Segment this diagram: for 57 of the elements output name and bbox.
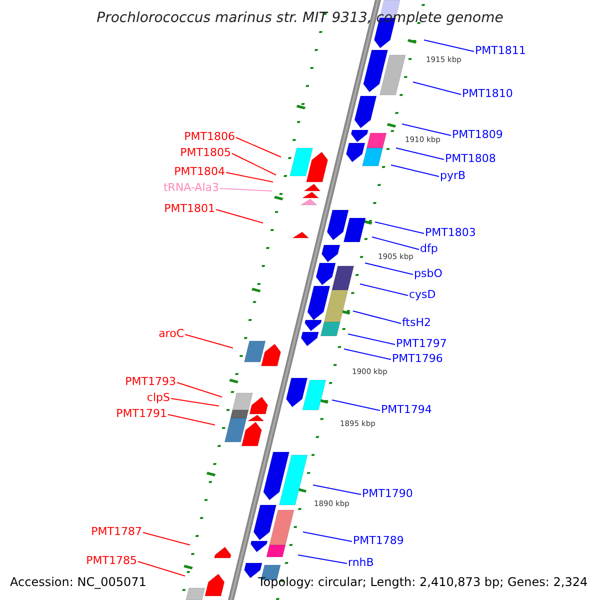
leader-line — [372, 236, 420, 250]
gene-label: PMT1791 — [116, 408, 167, 419]
gene-label: PMT1810 — [462, 88, 513, 99]
gene-label: dfp — [420, 243, 438, 254]
leader-line — [344, 348, 392, 360]
gene-label: PMT1797 — [396, 338, 447, 349]
leader-line — [138, 561, 186, 576]
gene-label: pyrB — [440, 170, 466, 181]
leader-line — [412, 82, 462, 95]
gene-label: PMT1805 — [180, 147, 231, 158]
leader-line — [226, 172, 274, 182]
gene-label: PMT1803 — [425, 227, 476, 238]
gene-label: PMT1785 — [86, 555, 137, 566]
leader-line — [170, 398, 220, 406]
leader-line — [216, 209, 264, 224]
gene-label: PMT1801 — [164, 203, 215, 214]
title: Prochlorococcus marinus str. MIT 9313, complete genome — [96, 11, 504, 25]
accession-text: Accession: NC_005071 — [10, 576, 146, 588]
leader-line — [396, 148, 444, 160]
gene-label: PMT1808 — [445, 153, 496, 164]
gene-label: PMT1811 — [475, 45, 526, 56]
gene-label: psbO — [414, 268, 442, 279]
leader-line — [302, 532, 352, 542]
leader-line — [142, 532, 190, 546]
leader-line — [220, 188, 272, 192]
leader-line — [374, 222, 424, 234]
leader-line — [184, 334, 234, 348]
leader-line — [168, 414, 216, 426]
leader-line — [312, 484, 362, 495]
gene-label: PMT1794 — [381, 404, 432, 415]
leader-line — [232, 153, 276, 176]
leader-line — [298, 554, 348, 564]
gene-label: PMT1804 — [174, 166, 225, 177]
gene-label: PMT1806 — [184, 131, 235, 142]
leader-line — [364, 262, 414, 275]
leader-line — [348, 334, 396, 345]
gene-label: PMT1789 — [353, 535, 404, 546]
gene-label: tRNA-Ala3 — [163, 182, 219, 193]
leader-line — [424, 40, 474, 52]
gene-label: PMT1809 — [452, 129, 503, 140]
leader-line — [236, 137, 282, 158]
leader-line — [360, 284, 408, 296]
leader-line — [390, 164, 440, 177]
genome-info-text: Topology: circular; Length: 2,410,873 bp; Genes: 2,324 — [258, 576, 588, 588]
gene-label: PMT1787 — [91, 526, 142, 537]
gene-label: cysD — [409, 289, 436, 300]
gene-label: aroC — [158, 328, 184, 339]
leader-line — [176, 382, 222, 398]
gene-label: rnhB — [348, 557, 374, 568]
leader-line — [332, 400, 380, 411]
gene-label: PMT1790 — [362, 488, 413, 499]
leader-line — [402, 124, 452, 136]
gene-label: PMT1796 — [392, 353, 443, 364]
leader-line — [352, 310, 402, 324]
gene-label: PMT1793 — [125, 376, 176, 387]
gene-label: ftsH2 — [402, 317, 431, 328]
gene-label: clpS — [146, 392, 170, 403]
